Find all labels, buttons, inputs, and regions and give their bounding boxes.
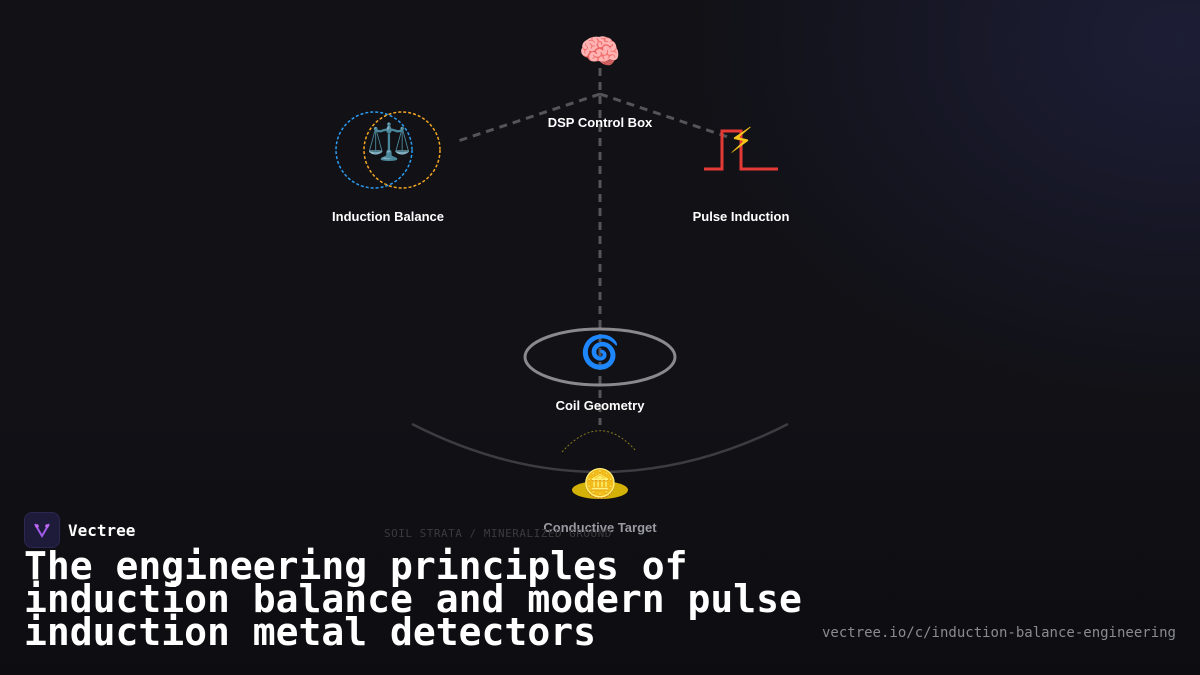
ib-transmit-ring — [335, 111, 413, 189]
connector-dsp-induction-balance — [457, 92, 601, 143]
page-url: vectree.io/c/induction-balance-engineeri… — [821, 625, 1176, 641]
lightning-icon: ⚡ — [728, 121, 754, 162]
detection-field-arc — [561, 430, 637, 453]
ib-receive-ring — [363, 111, 441, 189]
page-title: The engineering principles of induction … — [24, 544, 802, 654]
brain-icon: 🧠 — [578, 32, 622, 72]
coil-ring — [523, 327, 677, 387]
pulse-waveform — [704, 129, 778, 171]
coil-geometry-label: Coil Geometry — [555, 398, 645, 413]
target-disc — [572, 481, 628, 499]
spiral-icon: 🌀 — [580, 333, 620, 371]
dsp-control-box-label: DSP Control Box — [547, 115, 653, 130]
soil-strata-label: SOIL STRATA / MINERALIZED GROUND — [384, 527, 612, 540]
conductive-target-label: Conductive Target — [543, 520, 657, 535]
soil-strata-arc — [411, 422, 789, 474]
pulse-induction-label: Pulse Induction — [692, 209, 790, 224]
brand-name: Vectree — [68, 520, 136, 540]
connector-dsp-pulse-induction — [599, 92, 729, 139]
scales-icon: ⚖️ — [366, 122, 412, 163]
brand: Vectree — [24, 512, 135, 548]
vectree-logo-icon — [24, 512, 60, 548]
coin-icon: 🪙 — [582, 467, 618, 500]
induction-balance-label: Induction Balance — [332, 209, 444, 224]
